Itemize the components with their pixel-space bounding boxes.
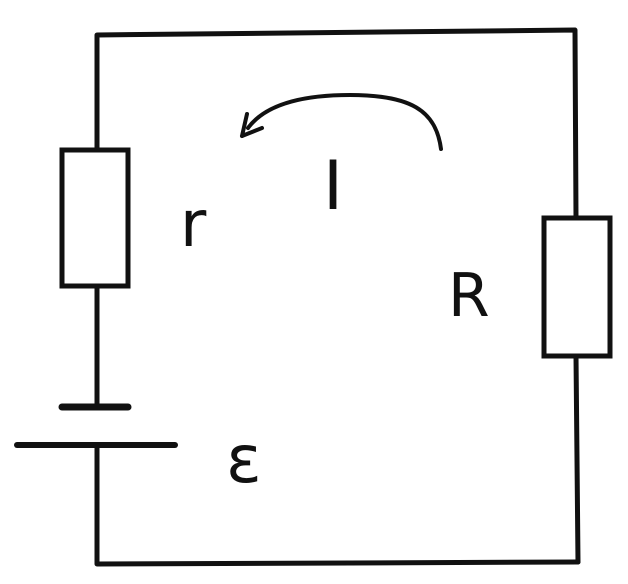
load-resistance-label: R	[448, 261, 490, 331]
top-wire	[94, 27, 579, 221]
emf-label: ε	[226, 421, 262, 498]
internal-resistor	[59, 147, 131, 289]
current-label: I	[323, 147, 343, 226]
load-resistor	[541, 215, 613, 359]
current-arrow	[246, 92, 443, 151]
internal-resistance-label: r	[180, 188, 207, 262]
arrowhead-icon	[240, 112, 264, 138]
right-lower-wire	[573, 353, 581, 565]
bottom-wire	[94, 442, 581, 567]
